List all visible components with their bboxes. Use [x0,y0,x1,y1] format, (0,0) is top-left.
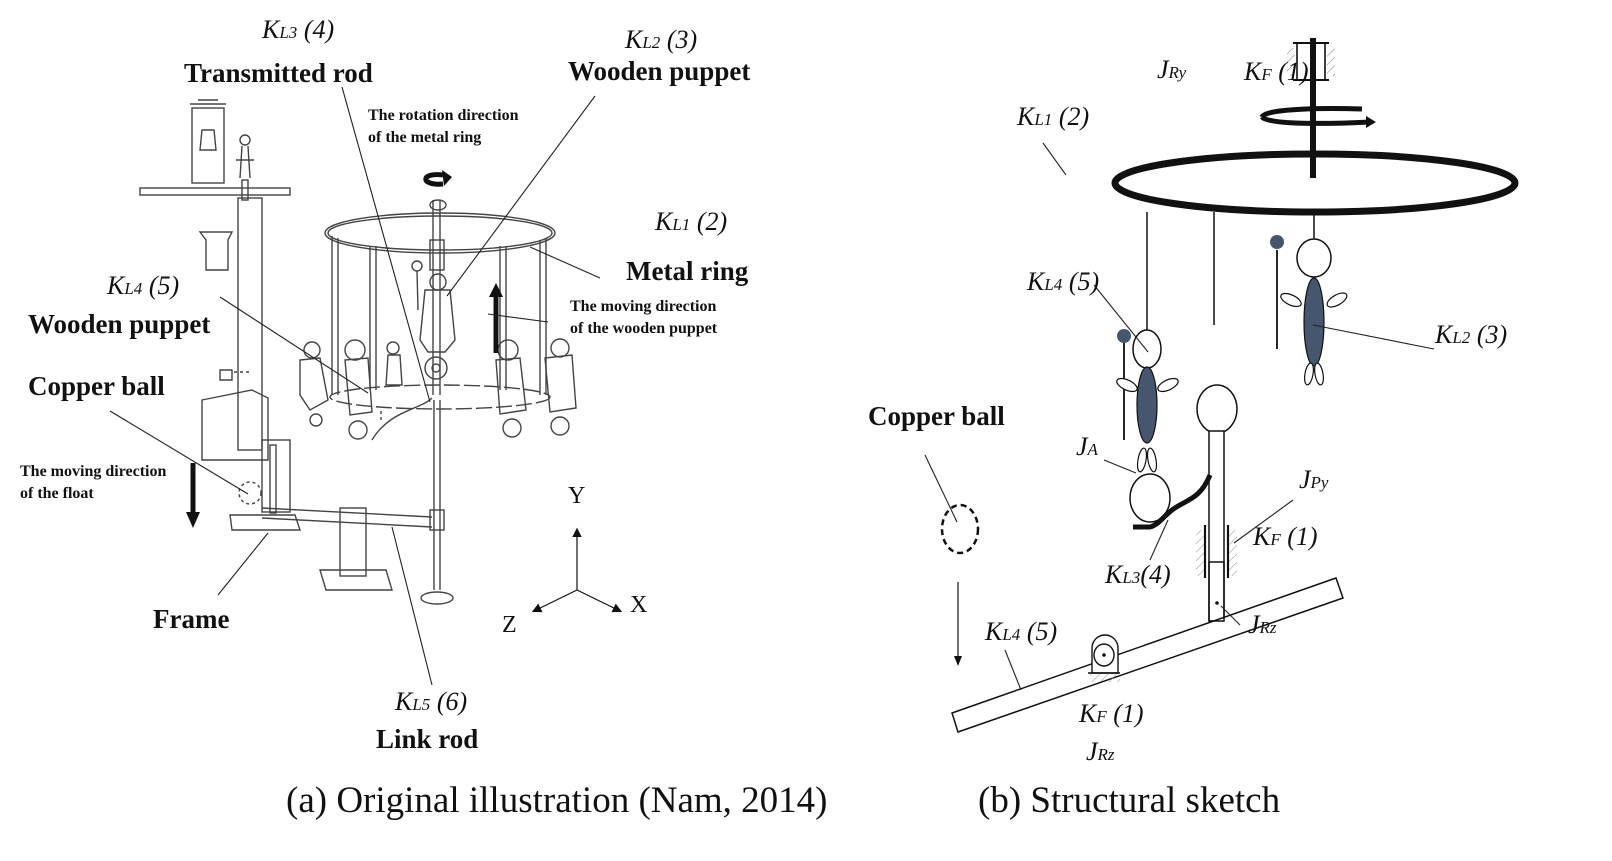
label-jpy: JPy [1299,465,1329,494]
puppet-body [1136,366,1158,444]
caption-panel-a: (a) Original illustration (Nam, 2014) [286,780,828,821]
label-kf-bottom: KF (1) [1078,699,1144,728]
vertical-rod [433,400,441,590]
label-kl2-a: KL2 (3) [624,25,697,54]
panel-b-structural-sketch: JRy KF (1) KL1 (2) KL4 (5) KL2 (3) JA JP… [868,38,1519,766]
label-kl4-a: KL4 (5) [106,271,179,300]
central-puppet [419,289,456,353]
label-wooden-puppet-kl2: Wooden puppet [568,56,750,86]
rotation-arrowhead-icon [442,170,452,186]
label-kf-top: KF (1) [1243,57,1309,86]
label-kf-mid: KF (1) [1252,522,1318,551]
label-kl5-a: KL5 (6) [394,687,467,716]
axis-label-x: X [630,592,647,618]
transmitted-rod-curve [371,397,433,441]
label-ja: JA [1076,432,1099,461]
coordinate-axes: Y X Z [502,483,647,638]
axis-label-z: Z [502,612,517,638]
link-rod-drawing [261,507,433,591]
side-puppets [299,338,577,440]
fulcrum-support [339,507,367,577]
puppet-kl2-sketch [1270,235,1348,386]
label-kl1-a: KL1 (2) [654,207,727,236]
frame-base [229,514,301,531]
copper-ball-hidden [238,481,262,505]
annotation-ring-rotation-2: of the metal ring [368,129,481,146]
label-copper-ball-b: Copper ball [868,401,1005,431]
panel-a-illustration: Y X Z KL3 (4) Transmitted rod KL2 (3) Wo… [20,15,750,754]
puppet-kl4-sketch [1116,329,1179,523]
bell-pavilion [191,107,225,184]
mallet-head [1270,235,1284,249]
top-beam [139,187,291,196]
ball-ja [1129,473,1171,523]
label-copper-ball-a: Copper ball [28,371,165,401]
axis-label-y: Y [568,483,585,509]
label-kl4-bottom-b: KL4 (5) [984,617,1057,646]
label-kl4-top-b: KL4 (5) [1026,267,1099,296]
label-frame: Frame [153,604,229,634]
caption-panel-b: (b) Structural sketch [978,780,1281,821]
vertical-column [237,197,263,451]
clock-tower-drawing [139,99,301,531]
transmitted-rod-sketch [1133,473,1213,530]
annotation-puppet-moving-2: of the wooden puppet [570,320,718,337]
annotation-puppet-moving-1: The moving direction [570,298,716,315]
label-kl2-b: KL2 (3) [1434,320,1507,349]
rotation-arrow-icon [423,172,444,187]
annotation-float-moving-1: The moving direction [20,463,166,480]
label-kl3-b: KL3(4) [1104,560,1171,589]
down-arrow-icon-b [954,656,962,666]
copper-ball-sketch [940,503,980,555]
leader-lines-a [109,86,601,686]
rotation-arrow-icon-b [1259,106,1371,126]
puppet-body [1303,277,1325,367]
link-rod [261,507,433,528]
pivot-support [1088,634,1120,682]
funnel [198,231,234,271]
label-transmitted-rod: Transmitted rod [184,58,373,88]
lever-kl4-sketch [951,577,1344,733]
annotation-ring-rotation-1: The rotation direction [368,107,519,124]
label-metal-ring: Metal ring [626,256,749,286]
metal-ring-sketch [1111,150,1519,216]
label-jrz-bottom: JRz [1086,737,1115,766]
float-box [201,389,269,461]
leader-lines-b [924,142,1435,691]
metal-ring-drawing [299,199,577,605]
label-link-rod: Link rod [376,724,478,754]
label-jrz-right: JRz [1248,610,1277,639]
label-kl3-a: KL3 (4) [261,15,334,44]
annotation-float-moving-2: of the float [20,485,94,502]
vertical-rod-sketch [1208,430,1225,622]
label-kl1-b: KL1 (2) [1016,102,1089,131]
label-wooden-puppet-kl4: Wooden puppet [28,309,210,339]
label-jry: JRy [1157,55,1187,84]
